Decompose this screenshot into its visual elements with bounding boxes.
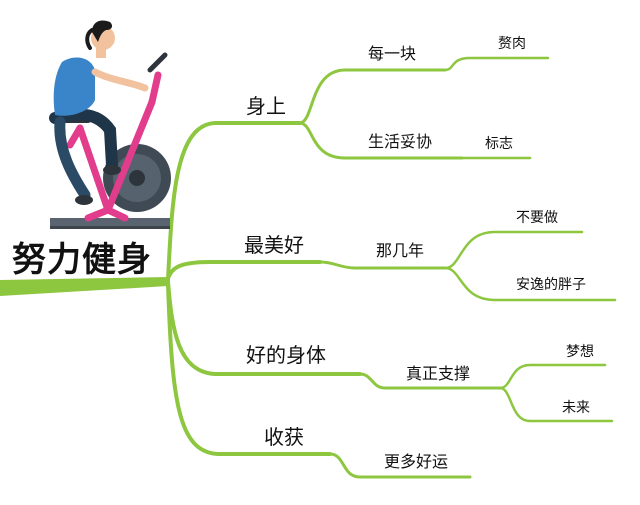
leaf-label-2: 标志 (485, 136, 513, 152)
leaf-label-6: 未来 (562, 400, 590, 416)
connector-sub-1-2 (298, 121, 464, 160)
root-bar (0, 277, 168, 296)
connector-leaf-6 (498, 386, 614, 423)
sub-label-1-2: 生活妥协 (368, 132, 433, 151)
leaf-label-5: 梦想 (566, 344, 594, 360)
connector-sub-1-1 (298, 68, 447, 125)
connector-branch-4 (166, 282, 332, 456)
branch-label-3: 好的身体 (246, 343, 326, 367)
connector-branch-2 (166, 260, 322, 280)
branch-label-2: 最美好 (244, 233, 304, 257)
sub-label-4-1: 更多好运 (384, 452, 449, 471)
leaf-label-1: 赘肉 (498, 36, 526, 52)
branch-label-1: 身上 (246, 94, 286, 118)
connector-leaf-3 (443, 230, 584, 270)
sub-label-2-1: 那几年 (376, 241, 425, 260)
sub-label-1-1: 每一块 (368, 44, 417, 63)
mind-map-title: 努力健身 (12, 240, 152, 280)
connector-branch-1 (166, 121, 302, 282)
branch-connectors (166, 121, 362, 456)
branch-label-4: 收获 (264, 425, 304, 449)
connector-leaf-4 (443, 266, 617, 302)
connector-leaf-5 (498, 363, 607, 390)
connector-sub-4-1 (328, 452, 472, 479)
leaf-label-3: 不要做 (516, 210, 558, 226)
sub-label-3-1: 真正支撑 (406, 364, 471, 383)
connector-sub-2-1 (318, 260, 447, 270)
connector-sub-3-1 (358, 372, 502, 390)
woman-on-exercise-bike-icon (49, 20, 171, 229)
connector-leaf-1 (443, 56, 550, 72)
leaf-label-4: 安逸的胖子 (516, 277, 586, 293)
leaf-connectors (443, 56, 617, 423)
sub-connectors (298, 68, 502, 479)
